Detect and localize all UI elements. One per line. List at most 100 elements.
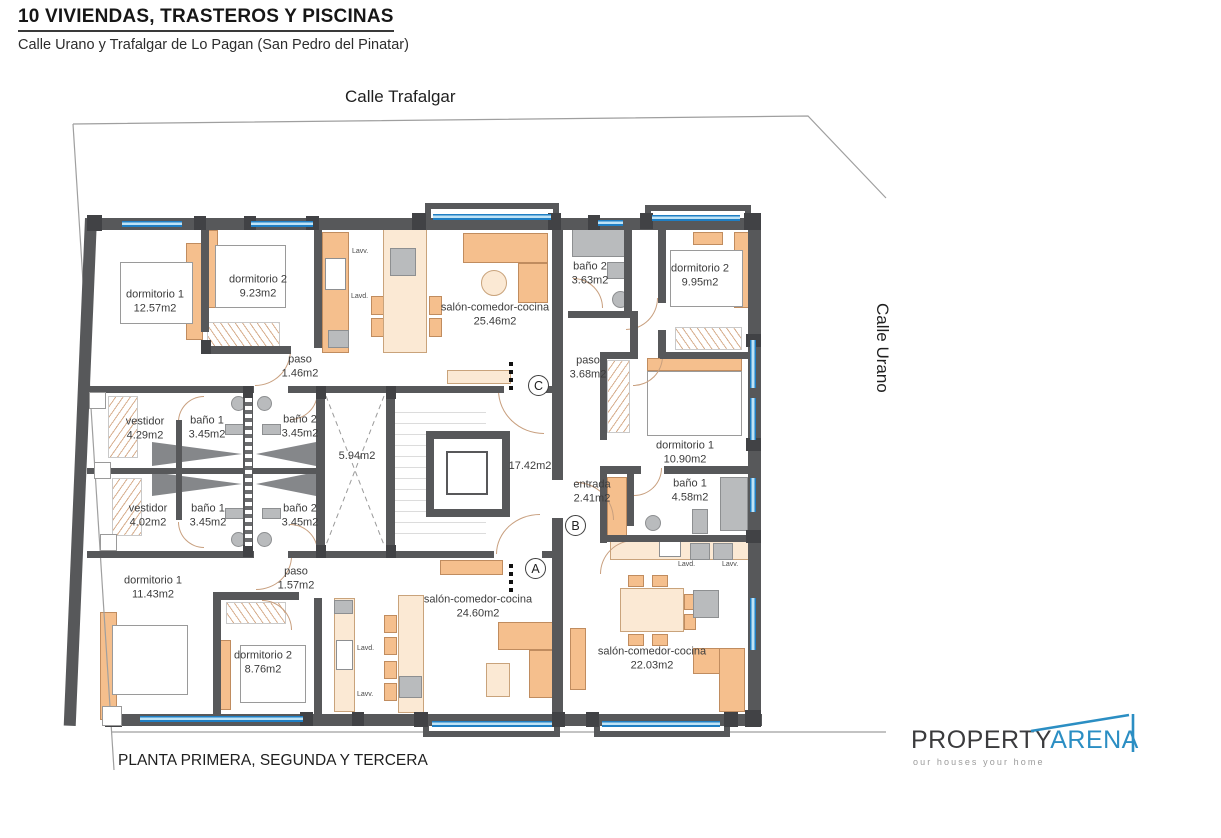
pillar xyxy=(412,213,426,230)
pillar xyxy=(724,712,738,727)
pillar xyxy=(201,340,211,354)
wall xyxy=(607,535,753,542)
wall xyxy=(552,518,563,726)
closet-hatch xyxy=(675,327,742,350)
furniture xyxy=(429,296,442,315)
pillar xyxy=(386,386,396,399)
pillar xyxy=(87,215,102,231)
wall xyxy=(627,474,634,526)
bay-window-frame xyxy=(594,731,730,737)
wall xyxy=(87,468,324,474)
room-name: paso xyxy=(576,354,600,367)
room-area: 4.58m2 xyxy=(671,491,709,503)
closet-hatch xyxy=(607,360,630,433)
room-name: dormitorio 2 xyxy=(228,273,288,286)
furniture xyxy=(384,683,397,701)
duct-triangle xyxy=(256,442,316,466)
bath-kitchen-fixture xyxy=(720,477,748,531)
furniture xyxy=(518,263,548,303)
sink xyxy=(325,258,346,290)
wall xyxy=(630,311,638,359)
room-area: 9.23m2 xyxy=(239,287,277,299)
window xyxy=(140,716,303,722)
furniture xyxy=(684,614,696,630)
bath-kitchen-fixture xyxy=(572,228,625,257)
pillar xyxy=(588,215,600,230)
bay-window-frame xyxy=(425,203,431,230)
furniture xyxy=(652,575,668,587)
furniture xyxy=(652,634,668,646)
pillar xyxy=(640,213,653,229)
wc-fixture xyxy=(645,515,661,531)
wall xyxy=(322,551,392,558)
room-name: dormitorio 2 xyxy=(670,262,730,275)
pillar xyxy=(352,712,364,726)
appliance-label: Lavd. xyxy=(357,645,375,652)
wall xyxy=(288,386,324,393)
pillar xyxy=(552,712,565,727)
appliance-label: Lavv. xyxy=(357,691,374,698)
logo-tagline: our houses your home xyxy=(913,757,1045,767)
pillar xyxy=(316,545,326,558)
furniture xyxy=(570,628,586,690)
wall xyxy=(87,386,254,393)
elevator-shaft xyxy=(426,431,510,517)
pillar xyxy=(316,386,326,399)
furniture xyxy=(384,661,397,679)
wall xyxy=(542,551,563,558)
pillar xyxy=(243,386,253,398)
room-name: baño 2 xyxy=(283,502,317,515)
furniture xyxy=(463,233,548,263)
furniture xyxy=(486,663,510,697)
window xyxy=(750,598,756,650)
room-name: entrada xyxy=(573,478,611,491)
side-table xyxy=(481,270,507,296)
room-name: vestidor xyxy=(128,502,168,515)
window xyxy=(598,220,623,226)
room-name: dormitorio 1 xyxy=(655,439,715,452)
bay-window-frame xyxy=(594,724,600,737)
furniture xyxy=(693,232,723,245)
bath-kitchen-fixture xyxy=(262,424,281,435)
appliance-label: Lavd. xyxy=(678,561,696,568)
room-name: paso xyxy=(284,565,308,578)
room-area: 10.90m2 xyxy=(663,453,707,465)
bay-window-frame xyxy=(423,724,429,737)
plan-caption: PLANTA PRIMERA, SEGUNDA Y TERCERA xyxy=(118,752,428,769)
apartment-marker-a: A xyxy=(525,558,546,579)
wall xyxy=(607,466,641,474)
room-area: 3.63m2 xyxy=(571,274,609,286)
appliance-label: Lavd. xyxy=(351,293,369,300)
pillar xyxy=(746,530,761,543)
wall xyxy=(660,352,752,359)
wall xyxy=(600,466,607,543)
room-name: salón-comedor-cocina xyxy=(423,593,533,606)
duct-triangle xyxy=(152,442,242,466)
window xyxy=(750,398,756,440)
bath-kitchen-fixture xyxy=(225,424,244,435)
bed xyxy=(215,245,286,308)
room-area: 25.46m2 xyxy=(473,315,517,327)
bath-kitchen-fixture xyxy=(693,590,719,618)
pillar xyxy=(586,712,599,727)
wall xyxy=(316,392,325,551)
appliance-label: Lavv. xyxy=(722,561,739,568)
window xyxy=(251,221,313,227)
wall xyxy=(314,230,322,348)
room-area: 4.02m2 xyxy=(129,516,167,528)
sink xyxy=(336,640,353,670)
room-name: baño 2 xyxy=(573,260,607,273)
pillar xyxy=(548,213,561,230)
window xyxy=(750,340,756,388)
window xyxy=(602,721,720,727)
pillar xyxy=(243,545,253,557)
wall xyxy=(201,218,209,332)
